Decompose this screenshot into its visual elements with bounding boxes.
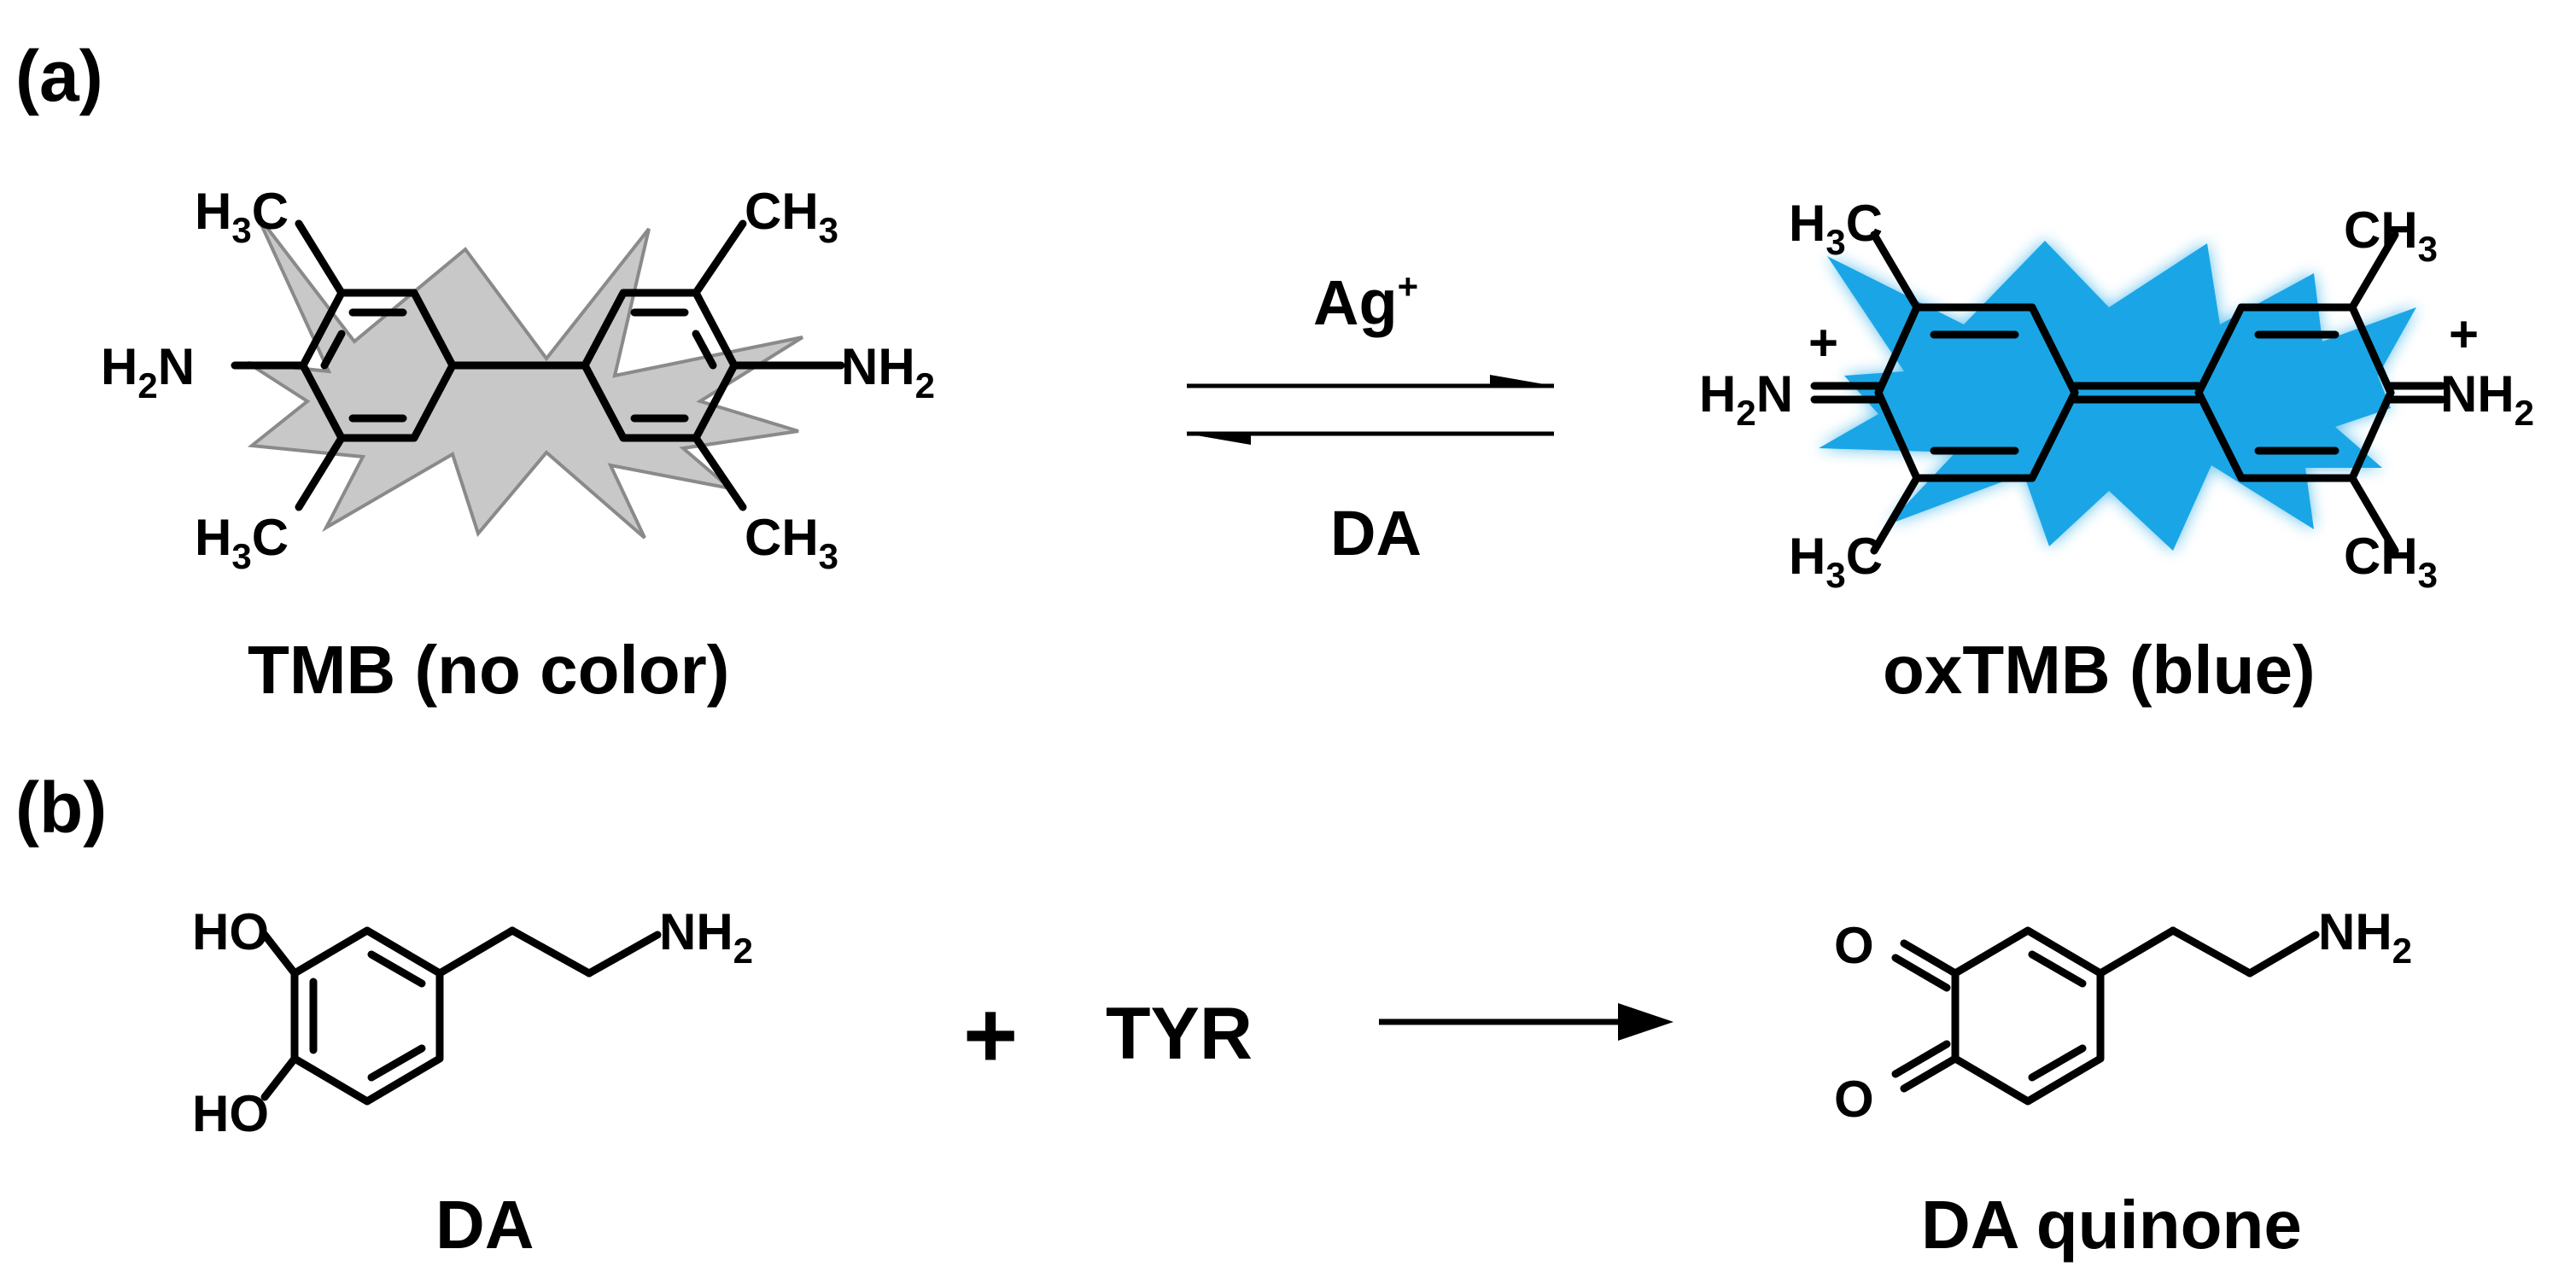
tmb-starburst xyxy=(246,212,804,540)
tmb-amine-left: H2N xyxy=(101,338,195,406)
oxtmb-methyl-bottom-left: H3C xyxy=(1789,528,1883,595)
oxtmb-charge-left: + xyxy=(1808,314,1838,371)
oxtmb-iminium-right: NH2 xyxy=(2440,365,2534,433)
dopamine-molecule xyxy=(260,926,662,1106)
tmb-methyl-bottom-left: H3C xyxy=(195,509,289,576)
oxtmb-methyl-top-left: H3C xyxy=(1789,195,1883,262)
oxtmb-caption: oxTMB (blue) xyxy=(1883,632,2316,708)
plus-sign: + xyxy=(963,983,1018,1088)
tmb-methyl-top-left: H3C xyxy=(195,183,289,250)
tmb-methyl-top-right: CH3 xyxy=(745,183,838,250)
dopamine-caption: DA xyxy=(435,1187,534,1263)
dopamine-hydroxyl-bottom: HO xyxy=(192,1085,269,1142)
quinone-oxygen-top: O xyxy=(1834,917,1874,974)
oxtmb-methyl-top-right: CH3 xyxy=(2344,201,2438,269)
equilibrium-arrows xyxy=(1187,375,1554,445)
dopamine-quinone-molecule xyxy=(1891,926,2320,1106)
tyrosinase-label: TYR xyxy=(1106,993,1253,1075)
panel-b-label: (b) xyxy=(15,767,107,848)
oxtmb-charge-right: + xyxy=(2449,306,2479,363)
tmb-molecule xyxy=(231,219,845,511)
oxtmb-iminium-left: H2N xyxy=(1699,365,1793,433)
tmb-caption: TMB (no color) xyxy=(248,632,729,708)
forward-reagent-label: Ag+ xyxy=(1313,266,1418,338)
reverse-reagent-label: DA xyxy=(1330,498,1422,569)
quinone-ring xyxy=(1951,926,2105,1106)
reaction-arrow-b xyxy=(1379,1003,1674,1041)
tmb-amine-right: NH2 xyxy=(841,338,935,406)
oxtmb-molecule xyxy=(1810,231,2446,555)
dopamine-quinone-caption: DA quinone xyxy=(1921,1187,2302,1263)
oxtmb-left-ring xyxy=(1874,303,2079,482)
quinone-amine: NH2 xyxy=(2318,903,2412,971)
panel-a-label: (a) xyxy=(15,36,103,116)
oxtmb-methyl-bottom-right: CH3 xyxy=(2344,528,2438,595)
quinone-oxygen-bottom: O xyxy=(1834,1071,1874,1128)
dopamine-amine: NH2 xyxy=(659,903,753,971)
dopamine-hydroxyl-top: HO xyxy=(192,903,269,960)
dopamine-ring xyxy=(290,926,444,1106)
tmb-methyl-bottom-right: CH3 xyxy=(745,509,838,576)
